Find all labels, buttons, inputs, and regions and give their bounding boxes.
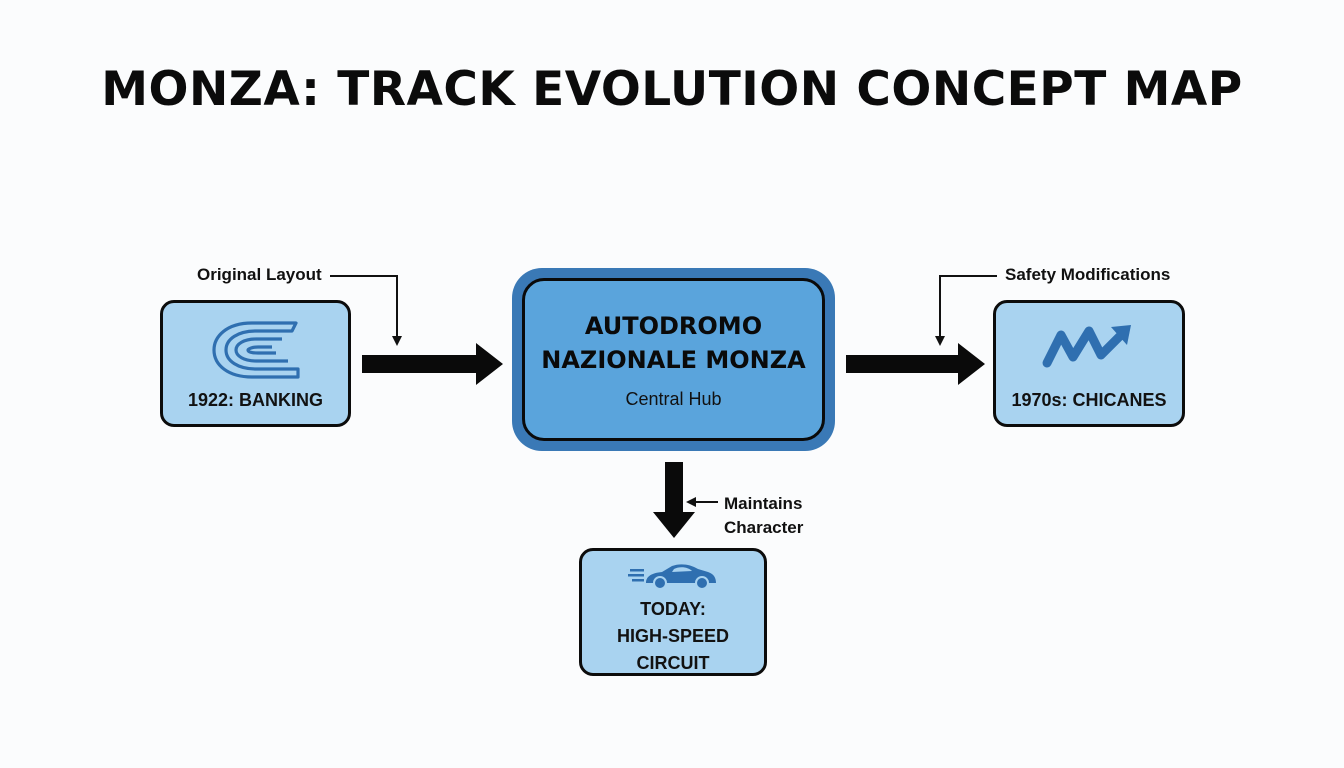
arrow-hub-to-today — [653, 462, 695, 538]
central-hub-inner: AUTODROMO NAZIONALE MONZA Central Hub — [522, 278, 825, 441]
hub-title-line: NAZIONALE MONZA — [541, 346, 806, 374]
node-label-line: HIGH-SPEED — [616, 626, 730, 646]
node-label: 1970s: CHICANES — [1011, 390, 1167, 410]
annotation-safety-modifications: Safety Modifications — [1005, 265, 1171, 284]
node-today-high-speed-circuit: TODAY: HIGH-SPEED CIRCUIT — [579, 548, 767, 676]
banking-curve-icon — [211, 321, 300, 379]
node-1922-banking: 1922: BANKING — [160, 300, 351, 427]
arrow-banking-to-hub — [362, 343, 503, 385]
hub-subtitle: Central Hub — [625, 389, 722, 409]
race-car-icon — [628, 564, 716, 590]
pointer-safety-modifications — [935, 275, 997, 346]
central-hub: AUTODROMO NAZIONALE MONZA Central Hub — [512, 268, 835, 451]
page-title: MONZA: TRACK EVOLUTION CONCEPT MAP — [101, 62, 1243, 117]
annotation-original-layout: Original Layout — [197, 265, 322, 284]
hub-title-line: AUTODROMO — [584, 312, 763, 340]
pointer-original-layout — [330, 275, 402, 346]
node-label: TODAY: HIGH-SPEED CIRCUIT — [582, 596, 764, 677]
arrow-hub-to-chicanes — [846, 343, 985, 385]
node-label-line: TODAY: — [640, 599, 706, 619]
hub-title: AUTODROMO NAZIONALE MONZA — [525, 309, 822, 377]
chicane-zigzag-icon — [1042, 325, 1131, 368]
annotation-line: Maintains — [724, 494, 803, 513]
annotation-maintains-character: Maintains Character — [724, 492, 803, 540]
node-1970s-chicanes: 1970s: CHICANES — [993, 300, 1185, 427]
annotation-line: Character — [724, 518, 804, 537]
node-label: 1922: BANKING — [187, 390, 324, 410]
node-label-line: CIRCUIT — [636, 653, 710, 673]
